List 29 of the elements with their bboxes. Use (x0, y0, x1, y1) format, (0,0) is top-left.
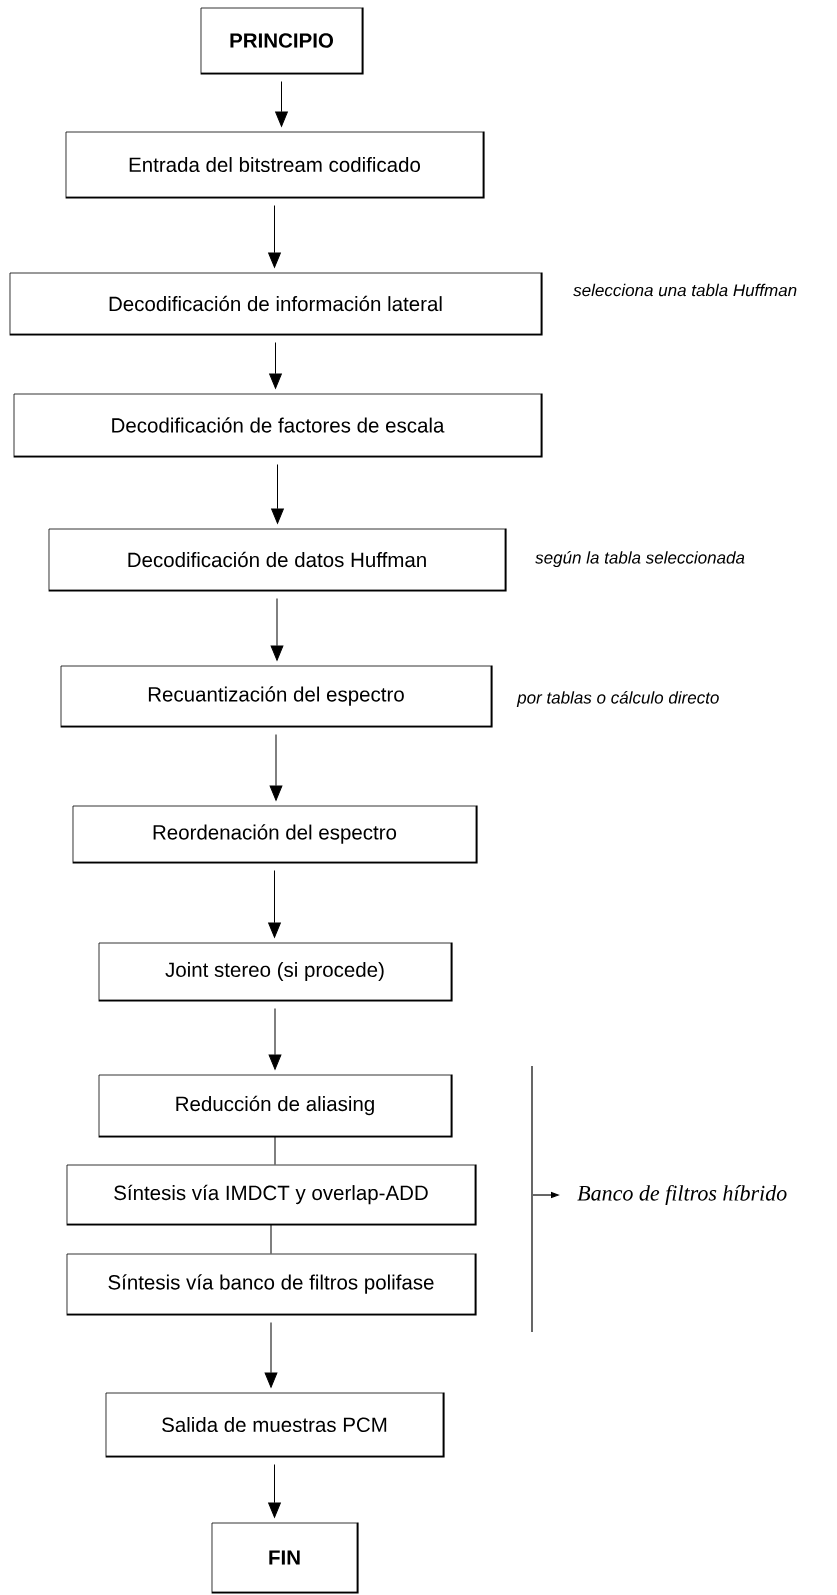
group-label: Banco de filtros híbrido (577, 1184, 787, 1206)
side-note: según la tabla seleccionada (535, 551, 745, 568)
connector-line (270, 1223, 272, 1255)
process-box: Decodificación de información lateral (8, 271, 543, 336)
arrow (264, 1321, 278, 1388)
process-box: Joint stereo (si procede) (97, 941, 453, 1002)
process-box: Síntesis vía IMDCT y overlap-ADD (65, 1163, 477, 1226)
process-box: Entrada del bitstream codificado (64, 130, 485, 199)
arrow (269, 341, 282, 389)
process-box: Salida de muestras PCM (104, 1391, 445, 1458)
arrow (268, 1463, 281, 1518)
process-box: Reordenación del espectro (71, 804, 478, 864)
process-box: Recuantización del espectro (59, 664, 493, 728)
connector-line (274, 1135, 276, 1166)
arrow (268, 1007, 282, 1070)
process-box: Decodificación de datos Huffman (47, 527, 507, 592)
arrow (268, 869, 281, 938)
arrow (269, 733, 283, 801)
arrow (270, 597, 284, 661)
process-box: PRINCIPIO (199, 6, 364, 75)
side-note: por tablas o cálculo directo (516, 691, 719, 708)
process-box: Decodificación de factores de escala (12, 392, 543, 458)
process-box: Síntesis vía banco de filtros polifase (65, 1252, 477, 1316)
arrow (275, 80, 288, 127)
process-box: FIN (210, 1521, 359, 1594)
arrow (271, 463, 284, 524)
side-note: selecciona una tabla Huffman (573, 283, 797, 297)
arrow (268, 204, 281, 268)
process-box: Reducción de aliasing (97, 1073, 453, 1138)
